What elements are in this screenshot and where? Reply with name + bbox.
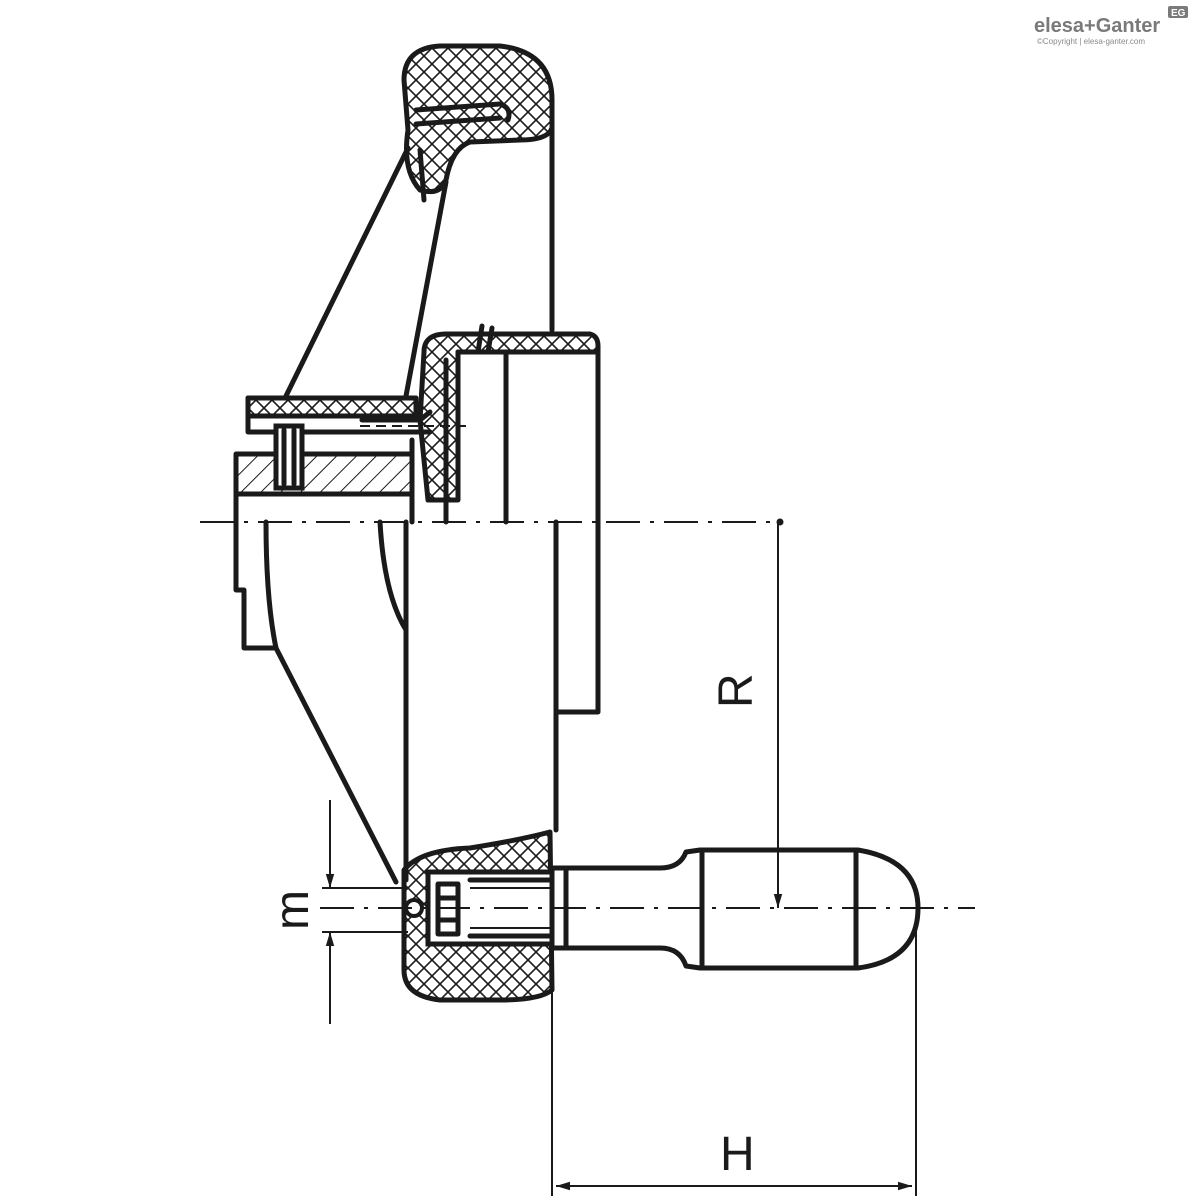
- dimension-m: m: [266, 800, 408, 1024]
- brand-badge: EG: [1171, 8, 1186, 19]
- centerline-dot: [776, 518, 784, 526]
- dimension-H: H: [551, 930, 917, 1196]
- hub-body: [443, 349, 601, 715]
- brand-name: elesa+Ganter: [1034, 15, 1160, 37]
- bore-ring: [245, 395, 466, 435]
- dimension-H-label: H: [720, 1128, 755, 1181]
- brand-badge-box: [1168, 6, 1188, 18]
- brand-logo: elesa+Ganter EG ©Copyright | elesa-gante…: [1034, 6, 1188, 46]
- dimension-R-label: R: [710, 673, 763, 708]
- lower-hub: [233, 491, 559, 885]
- dimension-R: R: [710, 524, 783, 908]
- set-screw: [273, 423, 305, 491]
- rim-top-section: [401, 43, 555, 195]
- rim-bottom-section: [401, 829, 555, 1003]
- dimension-m-label: m: [266, 890, 319, 930]
- upper-spoke: [283, 145, 449, 399]
- brand-copyright: ©Copyright | elesa-ganter.com: [1037, 37, 1145, 46]
- bushing-section: [233, 423, 415, 525]
